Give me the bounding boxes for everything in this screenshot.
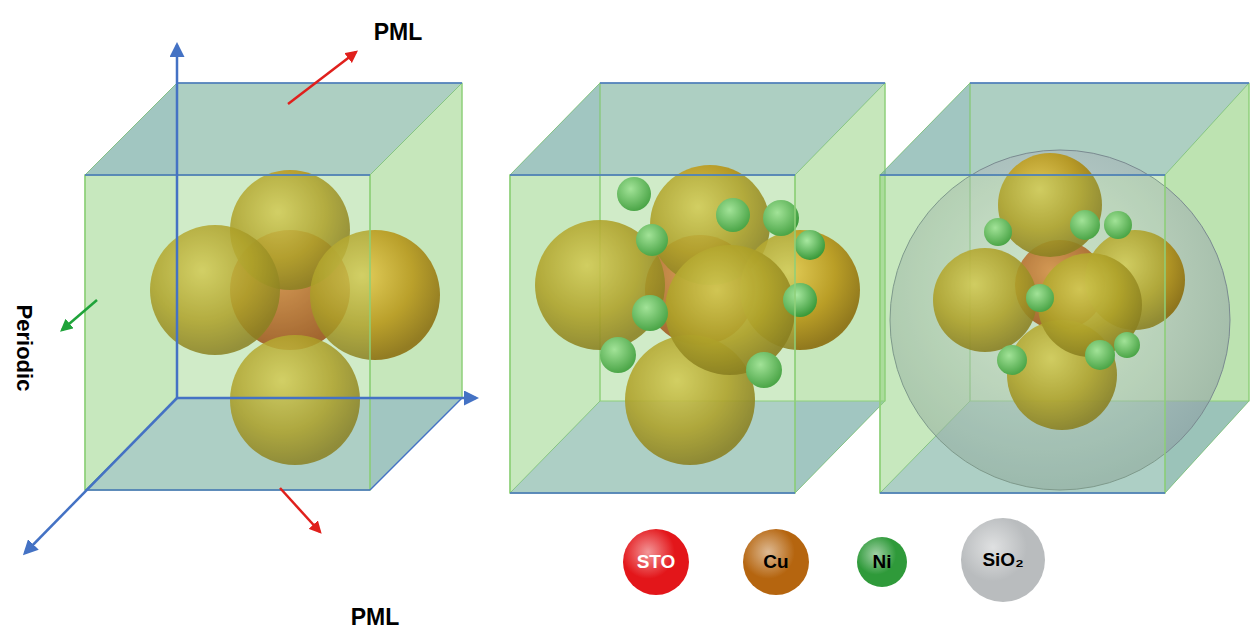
legend-label: SiO₂ [982, 549, 1023, 571]
cell-cu-ni-sio2-sto [880, 83, 1249, 493]
boundary-label: Periodic [11, 305, 37, 392]
legend-entry: Cu [743, 529, 809, 595]
legend-entry: STO [623, 529, 689, 595]
legend-label: Ni [873, 551, 892, 573]
boundary-label: PML [374, 19, 423, 46]
legend-label: STO [637, 551, 676, 573]
legend-entry: SiO₂ [961, 518, 1045, 602]
legend-label: Cu [763, 551, 788, 573]
boundary-label: PML [351, 604, 400, 631]
cell-cu-ni-sto [510, 83, 885, 493]
cell-cu-sto [25, 45, 476, 553]
legend-entry: Ni [857, 537, 907, 587]
